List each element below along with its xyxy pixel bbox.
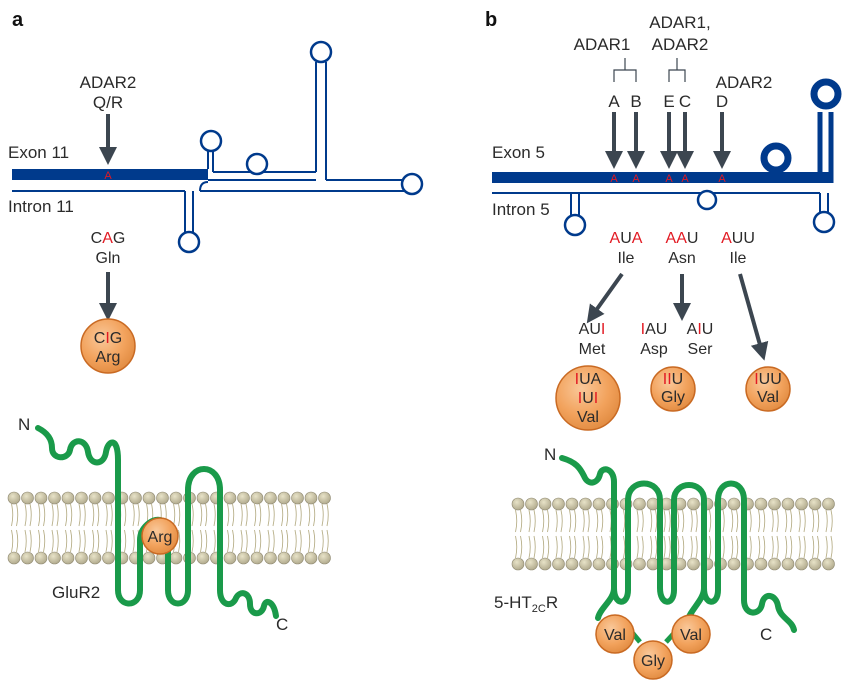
arg-ball xyxy=(80,318,136,374)
svg-text:A: A xyxy=(718,173,726,185)
loop-gly-ball xyxy=(633,640,673,680)
glur2-c-terminus: C xyxy=(276,615,288,634)
ser-label: Ser xyxy=(688,341,714,358)
val-label-1: Val xyxy=(577,409,599,426)
aua-codon: AUA xyxy=(610,230,643,247)
val-ball-1 xyxy=(555,365,621,431)
site-c-label: C xyxy=(679,92,691,111)
iui-codon: IUI xyxy=(578,390,598,407)
panel-b: b ADAR1, ADAR2 ADAR1 ADAR2 A B E C D Exo… xyxy=(485,9,842,680)
loop-gly-label: Gly xyxy=(641,653,665,670)
panel-a: a ADAR2 Q/R Exon 11 Intron 11 xyxy=(7,9,424,634)
ec-bracket xyxy=(668,58,686,82)
glur2-label: GluR2 xyxy=(52,583,100,602)
val-ball-2 xyxy=(745,366,791,412)
5ht2c-pre-mrna xyxy=(492,78,842,237)
site-d-label: D xyxy=(716,92,728,111)
iua-codon: IUA xyxy=(575,371,602,388)
qr-site-label: Q/R xyxy=(93,93,123,112)
auu-codon: AUU xyxy=(721,230,755,247)
membrane-arg-ball xyxy=(141,517,179,555)
glur2-pre-mrna xyxy=(12,40,424,254)
panel-a-label: a xyxy=(12,9,24,31)
site-a-label: A xyxy=(608,92,620,111)
svg-text:A: A xyxy=(665,173,673,185)
asp-label: Asp xyxy=(640,341,668,358)
gly-ball xyxy=(650,366,696,412)
loop-val-label-1: Val xyxy=(604,627,626,644)
iuu-codon: IUU xyxy=(754,371,782,388)
aiu-codon: AIU xyxy=(687,321,714,338)
5ht2c-n-terminus: N xyxy=(544,445,556,464)
glur2-n-terminus: N xyxy=(18,415,30,434)
site-e-label: E xyxy=(663,92,674,111)
ile-label-1: Ile xyxy=(618,250,635,267)
adar1-adar2-line2: ADAR2 xyxy=(652,35,709,54)
loop-val-label-2: Val xyxy=(680,627,702,644)
gln-label: Gln xyxy=(96,250,121,267)
svg-text:A: A xyxy=(632,173,640,185)
membrane-b xyxy=(511,497,835,571)
adar2-label-b: ADAR2 xyxy=(716,73,773,92)
adar1-label-b: ADAR1 xyxy=(574,35,631,54)
loop-val-ball-1 xyxy=(595,614,635,654)
site-arrows xyxy=(605,112,731,169)
intron5-label: Intron 5 xyxy=(492,200,550,219)
svg-text:A: A xyxy=(610,173,618,185)
gly-label: Gly xyxy=(661,389,685,406)
arg-label: Arg xyxy=(96,349,121,366)
edited-bases-b: A A A A A xyxy=(610,173,726,185)
ile-label-2: Ile xyxy=(730,250,747,267)
cag-codon: CAG xyxy=(91,230,126,247)
loop-val-ball-2 xyxy=(671,614,711,654)
intron11-label: Intron 11 xyxy=(8,197,74,216)
svg-text:A: A xyxy=(681,173,689,185)
adar1-adar2-line1: ADAR1, xyxy=(649,13,710,32)
asn-label: Asn xyxy=(668,250,696,267)
site-b-label: B xyxy=(630,92,641,111)
5ht2c-protein xyxy=(559,455,797,633)
met-label: Met xyxy=(579,341,606,358)
5ht2c-c-terminus: C xyxy=(760,625,772,644)
iau-codon: IAU xyxy=(641,321,668,338)
iiu-codon: IIU xyxy=(663,371,683,388)
adar2-label-a: ADAR2 xyxy=(80,73,137,92)
val-label-2: Val xyxy=(757,389,779,406)
aau-codon: AAU xyxy=(666,230,699,247)
panel-b-label: b xyxy=(485,9,497,31)
ab-bracket xyxy=(613,58,637,82)
exon11-label: Exon 11 xyxy=(8,143,69,162)
aui-codon: AUI xyxy=(579,321,606,338)
codon-arrows xyxy=(586,272,769,361)
exon5-label: Exon 5 xyxy=(492,143,545,162)
qr-edited-base: A xyxy=(104,170,112,182)
cig-codon: CIG xyxy=(94,330,122,347)
membrane-arg-label: Arg xyxy=(148,529,173,546)
5ht2c-label: 5-HT2CR xyxy=(494,593,558,615)
